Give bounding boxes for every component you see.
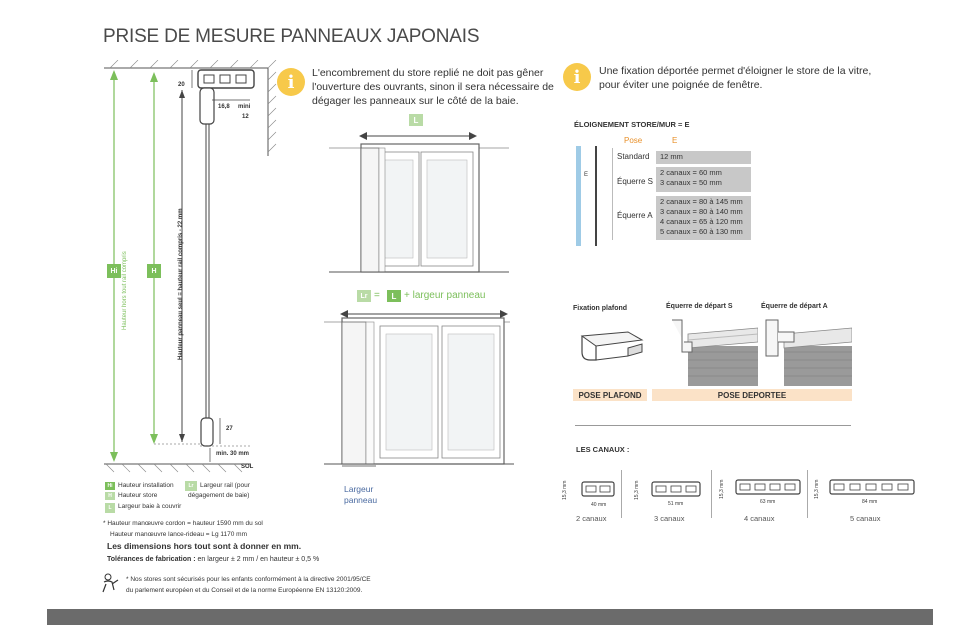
window-bottom-lr-badge: Lr bbox=[357, 290, 371, 302]
rail-4-width: 63 mm bbox=[760, 499, 776, 505]
row-equerre-s-value-1: 2 canaux = 60 mm bbox=[660, 168, 722, 177]
wall-bar bbox=[595, 146, 597, 246]
hi-badge: Hi bbox=[107, 264, 121, 278]
dim-12: 12 bbox=[242, 114, 249, 120]
dim-20: 20 bbox=[178, 82, 185, 88]
legend-lr-text-2: dégagement de baie) bbox=[188, 492, 250, 499]
rail-2-height: 15,3 mm bbox=[562, 480, 568, 500]
row-equerre-a-label: Équerre A bbox=[617, 211, 653, 220]
equerre-s-label: Équerre de départ S bbox=[666, 303, 733, 310]
window-bottom-l-badge: L bbox=[387, 290, 401, 302]
vertical-label-hors-tout: Hauteur hors tout rail compris bbox=[122, 251, 128, 330]
footnote-manoeuvre-2: Hauteur manœuvre lance-rideau = Lg 1170 … bbox=[110, 531, 247, 538]
safety-note-2: du parlement européen et du Conseil et d… bbox=[126, 587, 363, 594]
equerre-a-label: Équerre de départ A bbox=[761, 303, 828, 310]
dim-min30: min. 30 mm bbox=[216, 451, 250, 457]
note-right: Une fixation déportée permet d'éloigner … bbox=[599, 64, 871, 92]
footer-bar bbox=[47, 609, 933, 625]
dim-16-8: 16,8 bbox=[218, 104, 230, 110]
fixation-plafond-label: Fixation plafond bbox=[573, 305, 628, 312]
window-bottom-diagram bbox=[324, 310, 514, 467]
row-equerre-a-value-4: 5 canaux = 60 à 130 mm bbox=[660, 227, 743, 236]
row-equerre-s-label: Équerre S bbox=[617, 177, 654, 186]
profile-diagram bbox=[104, 60, 277, 473]
equerre-s-image bbox=[672, 319, 758, 386]
rail-2-canaux-profile bbox=[581, 481, 615, 497]
page-title: PRISE DE MESURE PANNEAUX JAPONAIS bbox=[103, 26, 480, 47]
ecartement-col-e: E bbox=[672, 136, 678, 145]
rail-3-label: 3 canaux bbox=[654, 514, 685, 523]
info-icon-right: i bbox=[563, 63, 591, 91]
legend-h-badge: H bbox=[105, 492, 115, 500]
largeur-panneau-label-1: Largeur bbox=[344, 484, 374, 494]
child-safety-icon bbox=[102, 573, 119, 593]
legend-hi-badge: Hi bbox=[105, 482, 115, 490]
canaux-divider-3 bbox=[807, 470, 808, 518]
footnote-manoeuvre-1: * Hauteur manœuvre cordon = hauteur 1590… bbox=[103, 520, 263, 527]
table-divider bbox=[612, 148, 613, 240]
h-badge: H bbox=[147, 264, 161, 278]
legend-lr-text-1: Largeur rail (pour bbox=[200, 482, 250, 489]
legend-l-text: Largeur baie à couvrir bbox=[118, 503, 182, 510]
note-left-line-3: dégager les panneaux sur le côté de la b… bbox=[312, 95, 519, 107]
info-icon-left: i bbox=[277, 68, 305, 96]
row-equerre-s-value-2: 3 canaux = 50 mm bbox=[660, 178, 722, 187]
vertical-label-panneau: Hauteur panneau seul = hauteur rail comp… bbox=[178, 208, 184, 360]
window-bottom-equals: = bbox=[374, 290, 380, 301]
row-equerre-s-values: 2 canaux = 60 mm 3 canaux = 50 mm bbox=[656, 167, 751, 192]
window-top-l-badge: L bbox=[409, 114, 423, 126]
window-top-diagram bbox=[329, 132, 509, 273]
canaux-title: LES CANAUX : bbox=[576, 445, 630, 454]
largeur-panneau-label-2: panneau bbox=[344, 495, 378, 505]
row-standard-label: Standard bbox=[617, 152, 650, 161]
rail-2-width: 40 mm bbox=[591, 502, 607, 508]
equerre-a-image bbox=[765, 319, 852, 386]
pose-deportee-label: POSE DEPORTEE bbox=[652, 389, 852, 401]
legend-lr-badge: Lr bbox=[185, 481, 197, 491]
rail-3-height: 15,3 mm bbox=[634, 480, 640, 500]
legend-h-text: Hauteur store bbox=[118, 492, 158, 499]
rail-5-label: 5 canaux bbox=[850, 514, 881, 523]
legend-hi-text: Hauteur installation bbox=[118, 482, 174, 489]
rail-3-width: 51 mm bbox=[668, 501, 684, 507]
row-equerre-a-value-2: 3 canaux = 80 à 140 mm bbox=[660, 207, 743, 216]
section-divider bbox=[575, 425, 851, 426]
rail-2-label: 2 canaux bbox=[576, 514, 607, 523]
tolerances-text: en largeur ± 2 mm / en hauteur ± 0,5 % bbox=[195, 556, 320, 563]
note-right-line-1: Une fixation déportée permet d'éloigner … bbox=[599, 65, 872, 77]
row-equerre-a-value-1: 2 canaux = 80 à 145 mm bbox=[660, 197, 743, 206]
tolerances-label: Tolérances de fabrication : bbox=[107, 556, 196, 563]
tolerances-note: Tolérances de fabrication : en largeur ±… bbox=[107, 556, 319, 563]
rail-4-canaux-profile bbox=[735, 479, 801, 495]
ecartement-title: ÉLOIGNEMENT STORE/MUR = E bbox=[574, 120, 690, 129]
safety-note-1: * Nos stores sont sécurisés pour les enf… bbox=[126, 576, 371, 583]
note-left-line-1: L'encombrement du store replié ne doit p… bbox=[312, 67, 544, 79]
window-bottom-plus: + largeur panneau bbox=[404, 290, 486, 301]
e-marker: E bbox=[584, 172, 589, 178]
ceiling-bracket-image bbox=[580, 331, 644, 361]
note-left: L'encombrement du store replié ne doit p… bbox=[312, 66, 554, 108]
note-right-line-2: pour éviter une poignée de fenêtre. bbox=[599, 79, 763, 91]
canaux-divider-2 bbox=[711, 470, 712, 518]
legend-l-badge: L bbox=[105, 503, 115, 513]
rail-5-height: 15,3 mm bbox=[814, 479, 820, 499]
dim-mini: mini bbox=[238, 104, 251, 110]
floor-label: SOL bbox=[241, 464, 254, 470]
dimensions-note: Les dimensions hors tout sont à donner e… bbox=[107, 541, 302, 551]
row-standard-value: 12 mm bbox=[656, 151, 751, 164]
note-left-line-2: l'ouverture des ouvrants, sinon il sera … bbox=[312, 81, 554, 93]
pose-plafond-label: POSE PLAFOND bbox=[573, 389, 647, 401]
rail-5-canaux-profile bbox=[829, 479, 915, 495]
rail-4-label: 4 canaux bbox=[744, 514, 775, 523]
row-equerre-a-value-3: 4 canaux = 65 à 120 mm bbox=[660, 217, 743, 226]
rail-4-height: 15,3 mm bbox=[719, 479, 725, 499]
ecartement-col-pose: Pose bbox=[624, 136, 643, 145]
canaux-divider-1 bbox=[621, 470, 622, 518]
rail-3-canaux-profile bbox=[651, 481, 701, 497]
rail-5-width: 84 mm bbox=[862, 499, 878, 505]
dim-27: 27 bbox=[226, 426, 233, 432]
row-equerre-a-values: 2 canaux = 80 à 145 mm 3 canaux = 80 à 1… bbox=[656, 196, 751, 240]
window-glass-bar bbox=[576, 146, 581, 246]
